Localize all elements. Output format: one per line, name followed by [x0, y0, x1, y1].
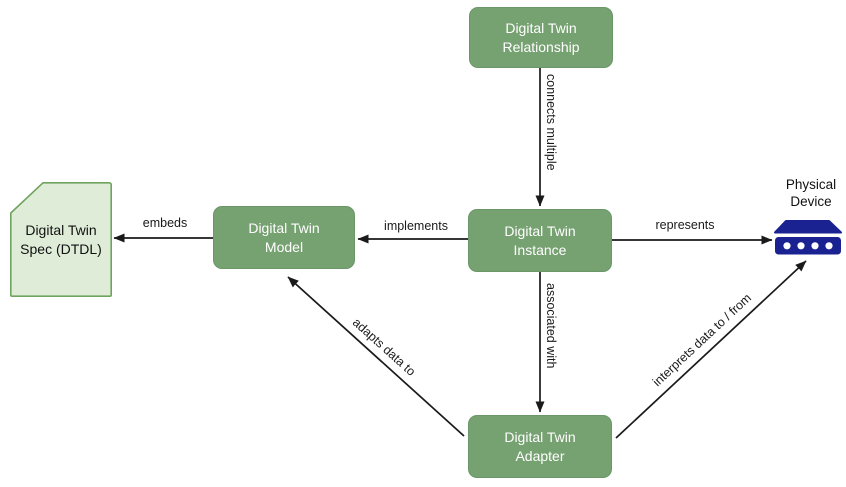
edge-label-represents: represents: [655, 218, 715, 232]
edge-label-implements: implements: [384, 219, 448, 233]
spec-document-shape: [10, 182, 112, 297]
edge-label-associated-with: associated with: [544, 283, 558, 369]
device-port-dot: [783, 242, 791, 250]
device-port-dot: [825, 242, 833, 250]
device-port-dot: [797, 242, 805, 250]
edge-label-connects-multiple: connects multiple: [544, 74, 558, 171]
node-digital-twin-spec: Digital Twin Spec (DTDL): [20, 221, 102, 257]
edge-interprets-data: [615, 260, 807, 439]
node-digital-twin-adapter: Digital Twin Adapter: [468, 415, 612, 478]
device-top-shape: [774, 220, 842, 234]
node-digital-twin-model: Digital Twin Model: [213, 206, 355, 269]
node-digital-twin-relationship: Digital Twin Relationship: [469, 7, 613, 68]
edge-label-embeds: embeds: [142, 216, 188, 230]
node-digital-twin-instance: Digital Twin Instance: [468, 209, 612, 272]
device-port-dot: [811, 242, 819, 250]
physical-device-label: Physical Device: [785, 177, 837, 209]
device-body-shape: [775, 237, 841, 255]
edge-adapts-data-to: [287, 276, 465, 437]
physical-device-icon: [774, 220, 842, 255]
